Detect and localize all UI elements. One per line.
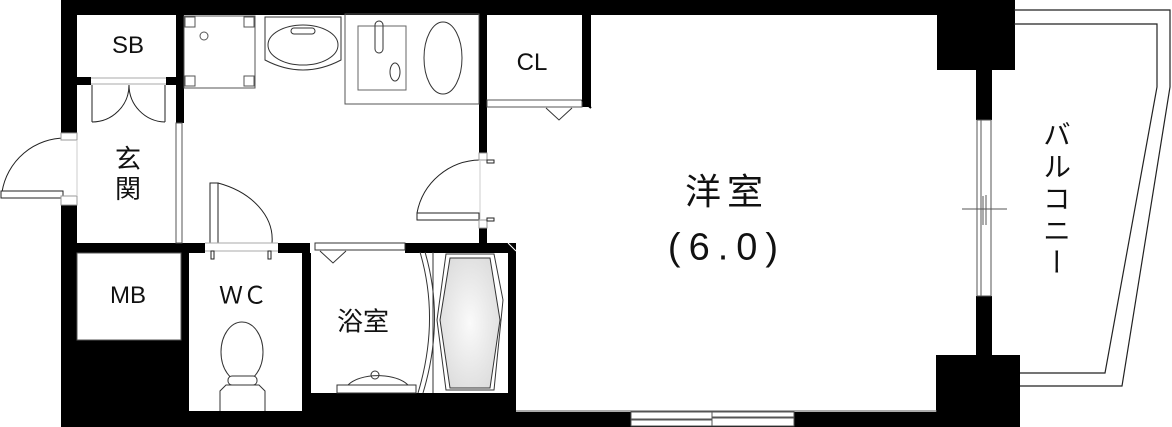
bathtub: [436, 253, 504, 391]
room-door: [416, 152, 495, 229]
sb-doors: [91, 77, 166, 123]
room-label-entrance: 玄関: [110, 145, 141, 205]
room-label-sb: SB: [111, 32, 145, 59]
bathroom-fittings: [314, 242, 517, 394]
walls: [61, 0, 1020, 427]
room-label-closet: CL: [516, 49, 548, 76]
room-label-wc: ＷＣ: [219, 281, 267, 310]
vanity: [344, 13, 480, 105]
room-label-western-room: 洋室: [684, 172, 770, 213]
room-label-balcony: バルコニー: [1039, 120, 1072, 280]
room-outlines: [76, 122, 937, 412]
washer-pan: [183, 15, 256, 89]
room-label-meter-box: MB: [110, 282, 146, 309]
windows: [630, 119, 1007, 427]
toilet: [219, 321, 266, 411]
wash-basin: [264, 16, 342, 71]
room-label-bathroom: 浴室: [336, 307, 390, 338]
entrance-door: [0, 132, 78, 206]
wc-door: [205, 182, 278, 260]
closet: [486, 99, 592, 121]
room-size-western-room: (6.0): [667, 226, 787, 269]
balcony-rail: [1014, 9, 1171, 387]
